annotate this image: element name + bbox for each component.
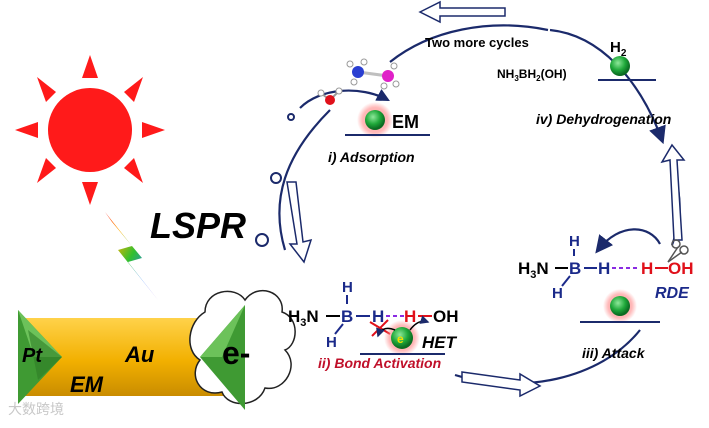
het-arrow-right: [409, 315, 430, 331]
process-arrow-top: [418, 0, 506, 24]
attack-label: iii) Attack: [582, 345, 646, 361]
mol-left-h-right: H: [372, 307, 384, 326]
molecule-bond-activation: H3N B H H H H OH: [288, 279, 459, 351]
mol-right-h-bot: H: [552, 285, 563, 302]
molecule-attack: H3N B H H H H OH: [518, 233, 694, 302]
het-nanoparticle: [391, 327, 413, 349]
water-molecule-icon: [317, 87, 343, 105]
mol-left-oh: OH: [433, 307, 459, 326]
mol-left-h-bot: H: [326, 334, 337, 351]
mol-left-h-top: H: [342, 279, 353, 296]
attack-nanoparticle: [610, 296, 630, 316]
mol-right-b: B: [569, 259, 581, 278]
bubbles: [255, 113, 295, 247]
rde-label: RDE: [655, 285, 690, 302]
lspr-label: LSPR: [150, 205, 246, 246]
mol-right-h3n: H3N: [518, 259, 549, 281]
mol-right-h-top: H: [569, 233, 580, 250]
electron-label: e-: [222, 335, 250, 371]
em-nanoparticle: [365, 110, 385, 130]
mol-right-h-water: H: [641, 259, 653, 278]
mol-left-h3n: H3N: [288, 307, 319, 329]
mol-right-oh: OH: [668, 259, 694, 278]
mol-right-h-right: H: [598, 259, 610, 278]
pt-label: Pt: [22, 345, 43, 367]
scissors-icon: [667, 239, 689, 263]
process-arrow-left: [286, 181, 313, 264]
het-label: HET: [422, 333, 458, 352]
lightning-icon: [105, 212, 158, 300]
two-more-cycles-label: Two more cycles: [425, 35, 529, 50]
watermark: 大数跨境: [8, 401, 64, 417]
h2-nanoparticle: [610, 56, 630, 76]
h2-label: H2: [610, 39, 627, 59]
pt-tip-right: [200, 305, 245, 410]
gold-nanorod: [18, 289, 296, 410]
electron-circle-label: e: [397, 332, 404, 346]
au-label: Au: [124, 342, 155, 367]
process-arrow-bottom: [461, 371, 542, 398]
em-label-rod: EM: [70, 372, 104, 397]
het-arrow-left: [376, 327, 396, 338]
dehydrogenation-label: iv) Dehydrogenation: [536, 111, 671, 127]
nh3bh2oh-label: NH3BH2(OH): [497, 67, 567, 83]
adsorption-label: i) Adsorption: [328, 149, 415, 165]
sun-icon: [15, 55, 165, 205]
process-arrow-right: [660, 143, 686, 241]
em-label: EM: [392, 112, 419, 132]
ammonia-borane-molecule-icon: [346, 58, 400, 90]
bond-activation-label: ii) Bond Activation: [318, 355, 441, 371]
mol-left-b: B: [341, 307, 353, 326]
